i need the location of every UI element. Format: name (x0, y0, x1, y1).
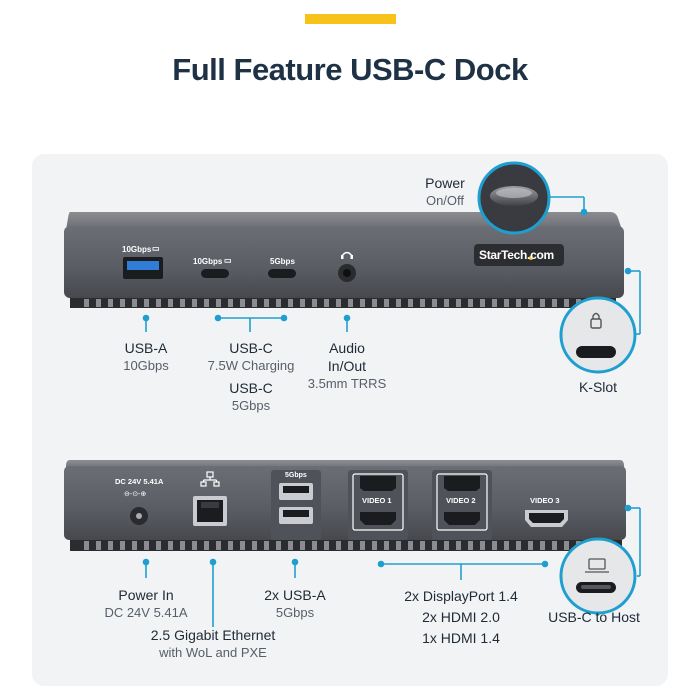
rear-dc-label: DC 24V 5.41A (115, 477, 164, 486)
rear-usb-label: 5Gbps (285, 472, 307, 479)
callout-audio-title-2: In/Out (327, 358, 367, 374)
rear-video3-label: VIDEO 3 (530, 496, 560, 505)
usba-charge-icon: ▭ (152, 244, 160, 253)
laptop-icon (585, 558, 609, 573)
callout-power-title: Power (425, 175, 465, 191)
callout-front-usbc-sub: 7.5W Charging (207, 358, 295, 373)
usbc-charge-icon: ▭ (224, 256, 232, 265)
network-icon (200, 471, 220, 487)
power-button-zoom (477, 161, 551, 235)
callout-usbc-host: USB-C to Host (548, 609, 640, 625)
rear-usba-ports (271, 470, 321, 540)
callout-power-sub: On/Off (425, 193, 465, 208)
callout-ethernet-sub: with WoL and PXE (159, 645, 267, 660)
callout-rear-usba: 2x USB-A 5Gbps (250, 586, 340, 622)
callout-video: 2x DisplayPort 1.4 2x HDMI 2.0 1x HDMI 1… (391, 586, 531, 649)
rear-video2-ports (432, 470, 492, 540)
callout-front-usbc2-sub: 5Gbps (231, 398, 271, 413)
callout-rear-usba-title: 2x USB-A (264, 587, 326, 603)
rear-dc-jack: ⊖-⊙-⊕ (124, 491, 148, 525)
callout-audio-sub: 3.5mm TRRS (307, 376, 387, 391)
callout-front-usbc: USB-C 7.5W Charging (196, 339, 306, 375)
lock-icon (590, 312, 602, 329)
callout-power-in-title: Power In (118, 587, 174, 603)
brand-logo: StarTech.com (479, 248, 554, 262)
front-audio-jack (338, 251, 356, 282)
rear-video1-label: VIDEO 1 (362, 496, 392, 505)
callout-ethernet-title: 2.5 Gigabit Ethernet (150, 627, 276, 643)
front-usbc-port-2 (268, 269, 296, 278)
callout-front-usbc2: USB-C 5Gbps (196, 379, 306, 415)
callout-video-line1: 2x DisplayPort 1.4 (404, 588, 518, 604)
svg-text:⊖-⊙-⊕: ⊖-⊙-⊕ (124, 491, 146, 498)
rear-callout-lines (142, 504, 641, 627)
rear-dock: ⊖-⊙-⊕ (64, 460, 626, 551)
callout-kslot: K-Slot (578, 379, 618, 395)
front-dock (64, 212, 624, 308)
rear-video1-ports (348, 470, 408, 540)
callout-power-in: Power In DC 24V 5.41A (86, 586, 206, 622)
front-usbc1-port-label: 10Gbps (193, 257, 223, 266)
brand-logo-plate (474, 244, 564, 266)
kslot-zoom (559, 296, 637, 374)
usbc-host-zoom (559, 537, 637, 615)
front-usbc-port-1 (201, 269, 229, 278)
callout-ethernet: 2.5 Gigabit Ethernet with WoL and PXE (133, 626, 293, 662)
callout-front-usba-title: USB-A (124, 340, 168, 356)
callout-video-line2: 2x HDMI 2.0 (422, 609, 500, 625)
front-usba-port (123, 257, 163, 279)
callout-rear-usba-sub: 5Gbps (275, 605, 315, 620)
callout-power-in-sub: DC 24V 5.41A (104, 605, 188, 620)
accent-bar (305, 14, 396, 24)
front-callout-lines (142, 196, 641, 335)
rear-video2-label: VIDEO 2 (446, 496, 476, 505)
front-usbc2-port-label: 5Gbps (270, 257, 295, 266)
page-title: Full Feature USB-C Dock (172, 52, 528, 87)
callout-front-usbc2-title: USB-C (229, 380, 273, 396)
front-usba-port-label: 10Gbps (122, 245, 152, 254)
callout-audio-title-1: Audio (329, 340, 365, 356)
rear-video3-port (525, 510, 568, 527)
rear-ethernet-port (193, 496, 227, 526)
callout-audio: Audio In/Out 3.5mm TRRS (297, 339, 397, 393)
callout-power: Power On/Off (405, 174, 485, 210)
callout-video-line3: 1x HDMI 1.4 (422, 630, 500, 646)
callout-front-usba-sub: 10Gbps (123, 358, 169, 373)
callout-front-usba: USB-A 10Gbps (100, 339, 192, 375)
callout-front-usbc-title: USB-C (229, 340, 273, 356)
